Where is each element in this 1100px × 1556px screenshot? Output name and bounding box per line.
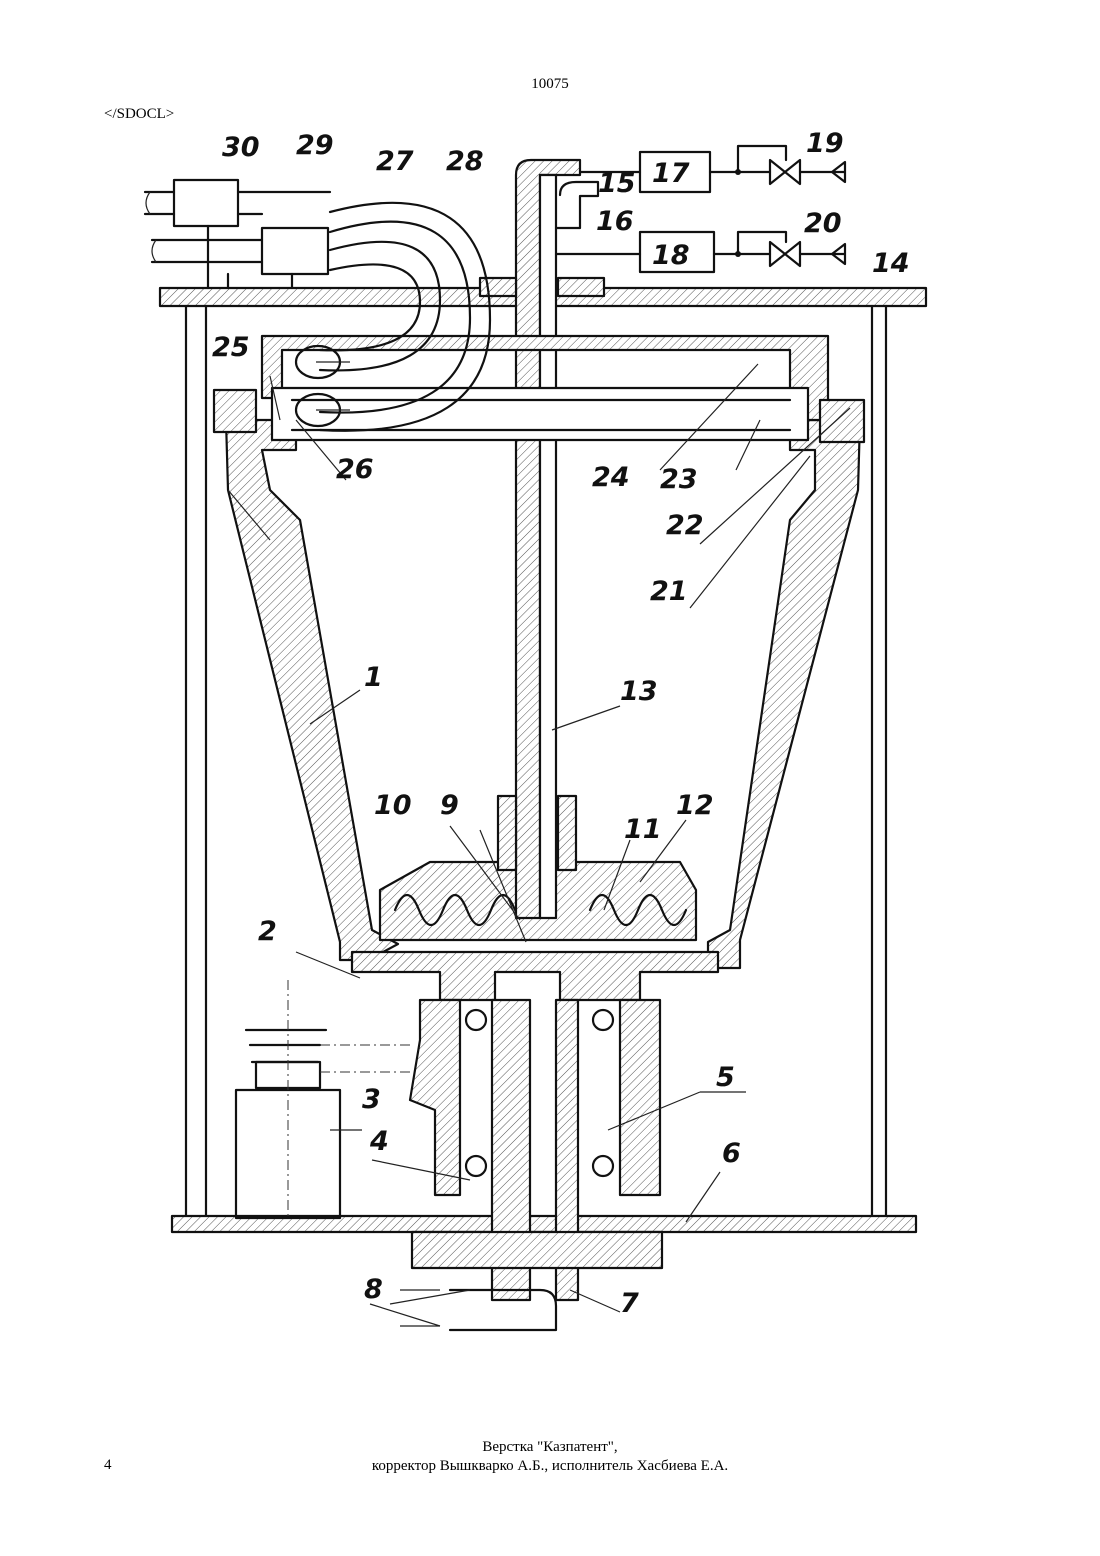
label-3: 3	[362, 1084, 381, 1115]
label-24: 24	[592, 462, 630, 493]
label-30: 30	[222, 132, 260, 163]
footer: Верстка "Казпатент", корректор Вышкварко…	[0, 1438, 1100, 1476]
label-17: 17	[652, 158, 690, 189]
label-26: 26	[336, 454, 374, 485]
label-13: 13	[620, 676, 658, 707]
label-29: 29	[296, 130, 334, 161]
label-19: 19	[806, 128, 844, 159]
label-22: 22	[666, 510, 704, 541]
label-12: 12	[676, 790, 714, 821]
label-11: 11	[624, 814, 662, 845]
label-28: 28	[446, 146, 484, 177]
footer-line-1: Верстка "Казпатент",	[0, 1438, 1100, 1457]
document-number: 10075	[0, 76, 1100, 93]
motor	[236, 980, 412, 1218]
label-6: 6	[722, 1138, 741, 1169]
label-7: 7	[620, 1288, 639, 1319]
label-5: 5	[716, 1062, 735, 1093]
label-16: 16	[596, 206, 634, 237]
label-23: 23	[660, 464, 698, 495]
document-tag: </SDOCL>	[104, 106, 174, 123]
label-21: 21	[650, 576, 688, 607]
page-number: 4	[104, 1457, 112, 1474]
tanks	[145, 180, 330, 288]
label-4: 4	[369, 1126, 389, 1157]
label-1: 1	[364, 662, 383, 693]
label-10: 10	[374, 790, 412, 821]
label-27: 27	[376, 146, 414, 177]
label-15: 15	[598, 168, 636, 199]
spindle	[400, 1000, 662, 1330]
label-25: 25	[212, 332, 250, 363]
label-20: 20	[804, 208, 842, 239]
technical-drawing: 30 29 27 28 15 16 17 18 19 20 14 25 26 2…	[130, 125, 950, 1355]
label-14: 14	[872, 248, 910, 279]
label-9: 9	[440, 790, 459, 821]
label-2: 2	[258, 916, 277, 947]
feed-tube	[480, 160, 640, 918]
label-8: 8	[364, 1274, 383, 1305]
label-18: 18	[652, 240, 690, 271]
footer-line-2: корректор Вышкварко А.Б., исполнитель Ха…	[0, 1457, 1100, 1476]
